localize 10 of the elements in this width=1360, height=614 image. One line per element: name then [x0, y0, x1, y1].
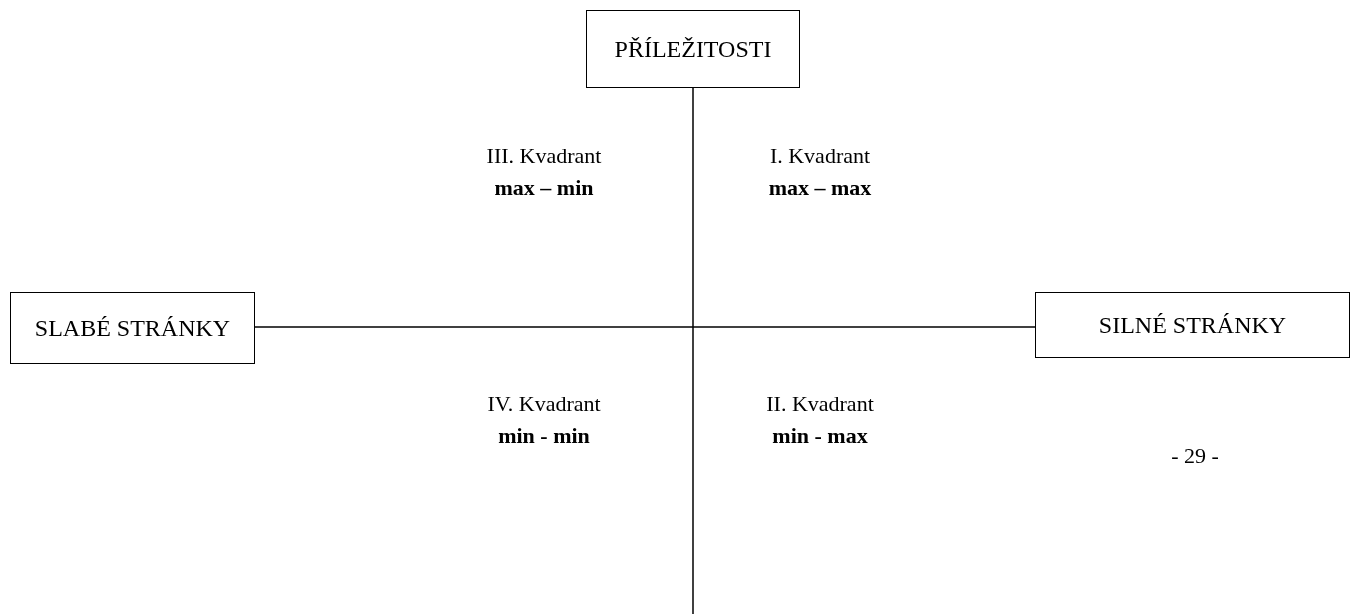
label-box: SLABÉ STRÁNKY: [10, 292, 255, 364]
connector-line: [692, 87, 694, 614]
quadrant-label: III. Kvadrant max – min: [485, 142, 603, 202]
quadrant-label: I. Kvadrant max – max: [767, 142, 873, 202]
quadrant-label: II. Kvadrant min - max: [765, 390, 875, 450]
quadrant-label: IV. Kvadrant min - min: [486, 390, 602, 450]
label-box: PŘÍLEŽITOSTI: [586, 10, 800, 88]
connector-line: [254, 326, 1036, 328]
page-number: - 29 -: [1170, 442, 1220, 470]
label-box: SILNÉ STRÁNKY: [1035, 292, 1350, 358]
